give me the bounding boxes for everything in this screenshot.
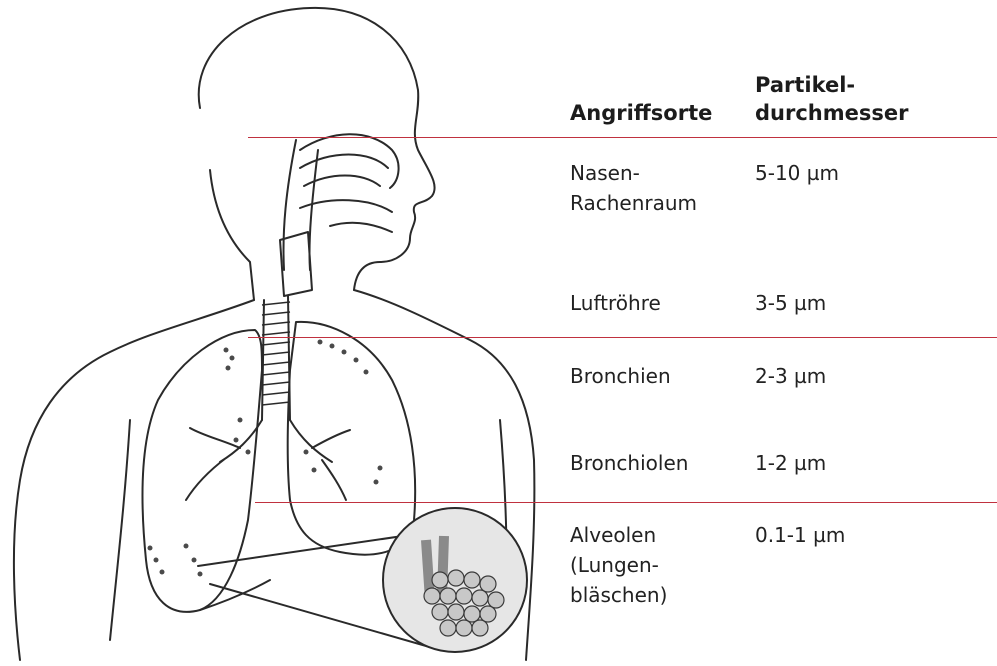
row-diameter: 5-10 µm	[755, 160, 839, 186]
row-diameter: 0.1-1 µm	[755, 522, 845, 548]
row-location-line1: Bronchien	[570, 363, 671, 389]
separator-line-bottom	[255, 502, 997, 503]
head-outline	[199, 8, 435, 290]
row-location-line1: Alveolen	[570, 522, 656, 548]
oral-cavity	[300, 200, 392, 232]
bronchi-right	[290, 420, 350, 500]
pharynx	[284, 140, 319, 270]
row-location-line1: Luftröhre	[570, 290, 661, 316]
row-location-line3: bläschen)	[570, 582, 667, 608]
row-diameter: 1-2 µm	[755, 450, 826, 476]
trachea-rings	[262, 302, 290, 405]
torso-left-outline	[14, 300, 254, 660]
lung-right	[288, 322, 415, 555]
neck-back-outline	[210, 170, 254, 300]
arm-left-inner	[110, 420, 130, 640]
separator-line-middle	[248, 337, 997, 338]
separator-line-top	[248, 137, 997, 138]
header-diameter-line2: durchmesser	[755, 100, 908, 127]
row-location-line1: Nasen-	[570, 160, 640, 186]
alveoli-magnifier-icon	[383, 508, 527, 652]
row-location-line1: Bronchiolen	[570, 450, 688, 476]
header-location: Angriffsorte	[570, 100, 712, 127]
row-location-line2: (Lungen-	[570, 552, 659, 578]
row-diameter: 2-3 µm	[755, 363, 826, 389]
row-diameter: 3-5 µm	[755, 290, 826, 316]
row-location-line2: Rachenraum	[570, 190, 697, 216]
header-diameter-line1: Partikel-	[755, 72, 855, 99]
lung-left	[142, 330, 262, 612]
larynx	[280, 232, 312, 296]
